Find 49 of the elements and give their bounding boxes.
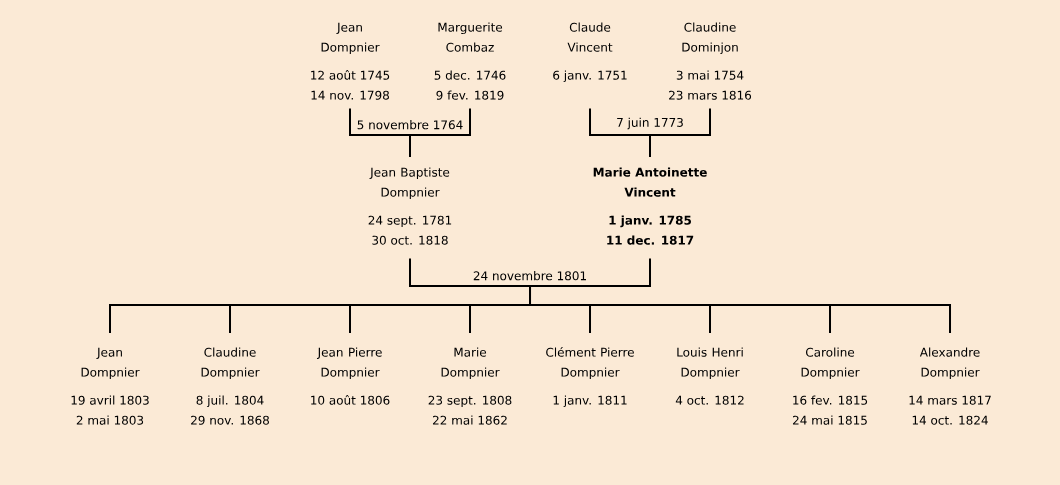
birth-date: 19 avril 1803 bbox=[71, 395, 149, 405]
person-name: Jean Pierre Dompnier bbox=[317, 347, 382, 380]
connector-line bbox=[589, 107, 651, 136]
death-date: 24 mai 1815 bbox=[793, 415, 867, 425]
person-name: Jean Dompnier bbox=[321, 22, 380, 55]
person-name: Marie Dompnier bbox=[441, 347, 500, 380]
death-date: 9 fev. 1819 bbox=[436, 90, 504, 100]
birth-date: 16 fev. 1815 bbox=[793, 395, 868, 405]
person-name: Jean Baptiste Dompnier bbox=[369, 167, 450, 200]
person-name: Clément Pierre Dompnier bbox=[546, 347, 634, 380]
connector-line bbox=[649, 107, 711, 136]
birth-date: 1 janv. 1785 bbox=[609, 215, 691, 228]
death-date: 14 nov. 1798 bbox=[311, 90, 389, 100]
death-date: 11 dec. 1817 bbox=[607, 235, 694, 245]
marriage-date: 5 novembre 1764 bbox=[357, 120, 463, 130]
birth-date: 4 oct. 1812 bbox=[675, 395, 744, 405]
marriage-date: 7 juin 1773 bbox=[617, 117, 683, 130]
connector-line bbox=[529, 257, 651, 287]
person-name: Louis Henri Dompnier bbox=[677, 347, 743, 380]
birth-date: 12 août 1745 bbox=[311, 70, 390, 80]
connector-line bbox=[409, 257, 531, 287]
birth-date: 24 sept. 1781 bbox=[368, 215, 452, 228]
birth-date: 5 dec. 1746 bbox=[434, 70, 506, 80]
death-date: 2 mai 1803 bbox=[76, 415, 144, 425]
person-name: Claudine Dominjon bbox=[682, 22, 738, 55]
marriage-date: 24 novembre 1801 bbox=[473, 271, 586, 281]
connector-line bbox=[409, 107, 471, 136]
birth-date: 23 sept. 1808 bbox=[428, 395, 512, 408]
birth-date: 3 mai 1754 bbox=[676, 70, 744, 80]
birth-date: 14 mars 1817 bbox=[909, 395, 991, 405]
connector-line bbox=[649, 134, 651, 158]
birth-date: 10 août 1806 bbox=[311, 395, 390, 405]
death-date: 14 oct. 1824 bbox=[912, 415, 988, 425]
connector-line bbox=[349, 107, 411, 136]
person-name: Marie Antoinette Vincent bbox=[593, 167, 707, 197]
person-name: Alexandre Dompnier bbox=[919, 347, 980, 380]
death-date: 23 mars 1816 bbox=[669, 90, 752, 100]
death-date: 22 mai 1862 bbox=[433, 415, 507, 425]
person-name: Jean Dompnier bbox=[81, 347, 140, 380]
death-date: 29 nov. 1868 bbox=[191, 415, 269, 425]
connector-line bbox=[409, 134, 411, 158]
birth-date: 6 janv. 1751 bbox=[553, 70, 627, 83]
birth-date: 8 juil. 1804 bbox=[196, 395, 264, 408]
person-name: Claudine Dompnier bbox=[201, 347, 260, 380]
person-name: Caroline Dompnier bbox=[801, 347, 860, 380]
death-date: 30 oct. 1818 bbox=[372, 235, 448, 245]
person-name: Marguerite Combaz bbox=[438, 22, 503, 52]
birth-date: 1 janv. 1811 bbox=[553, 395, 627, 408]
person-name: Claude Vincent bbox=[567, 22, 613, 52]
